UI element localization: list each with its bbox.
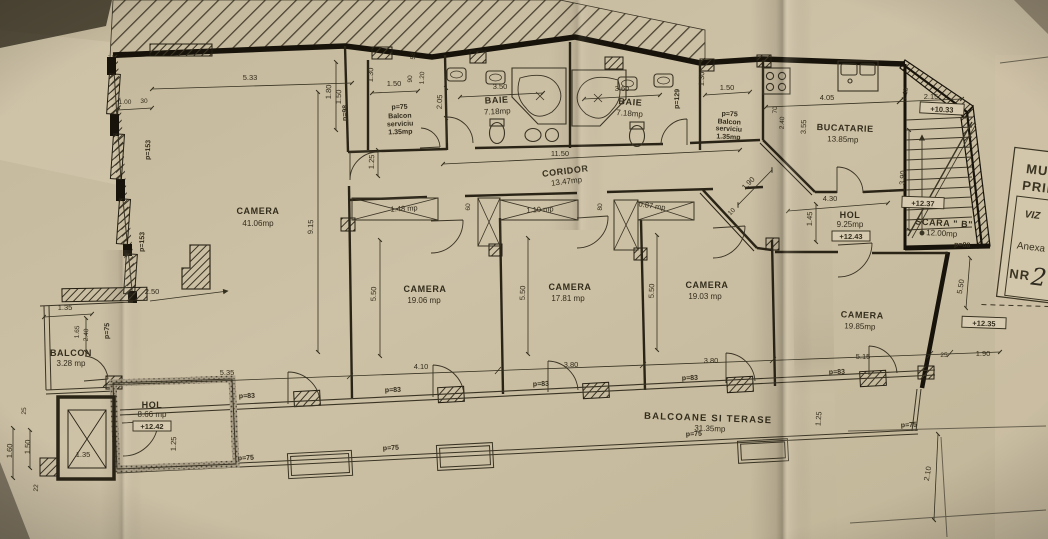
scanned-floor-plan: 5.33 1.00 30 1.80 1.50 1.30 1.50 90 1.20… xyxy=(0,0,1048,539)
photo-artifacts xyxy=(0,0,1048,539)
